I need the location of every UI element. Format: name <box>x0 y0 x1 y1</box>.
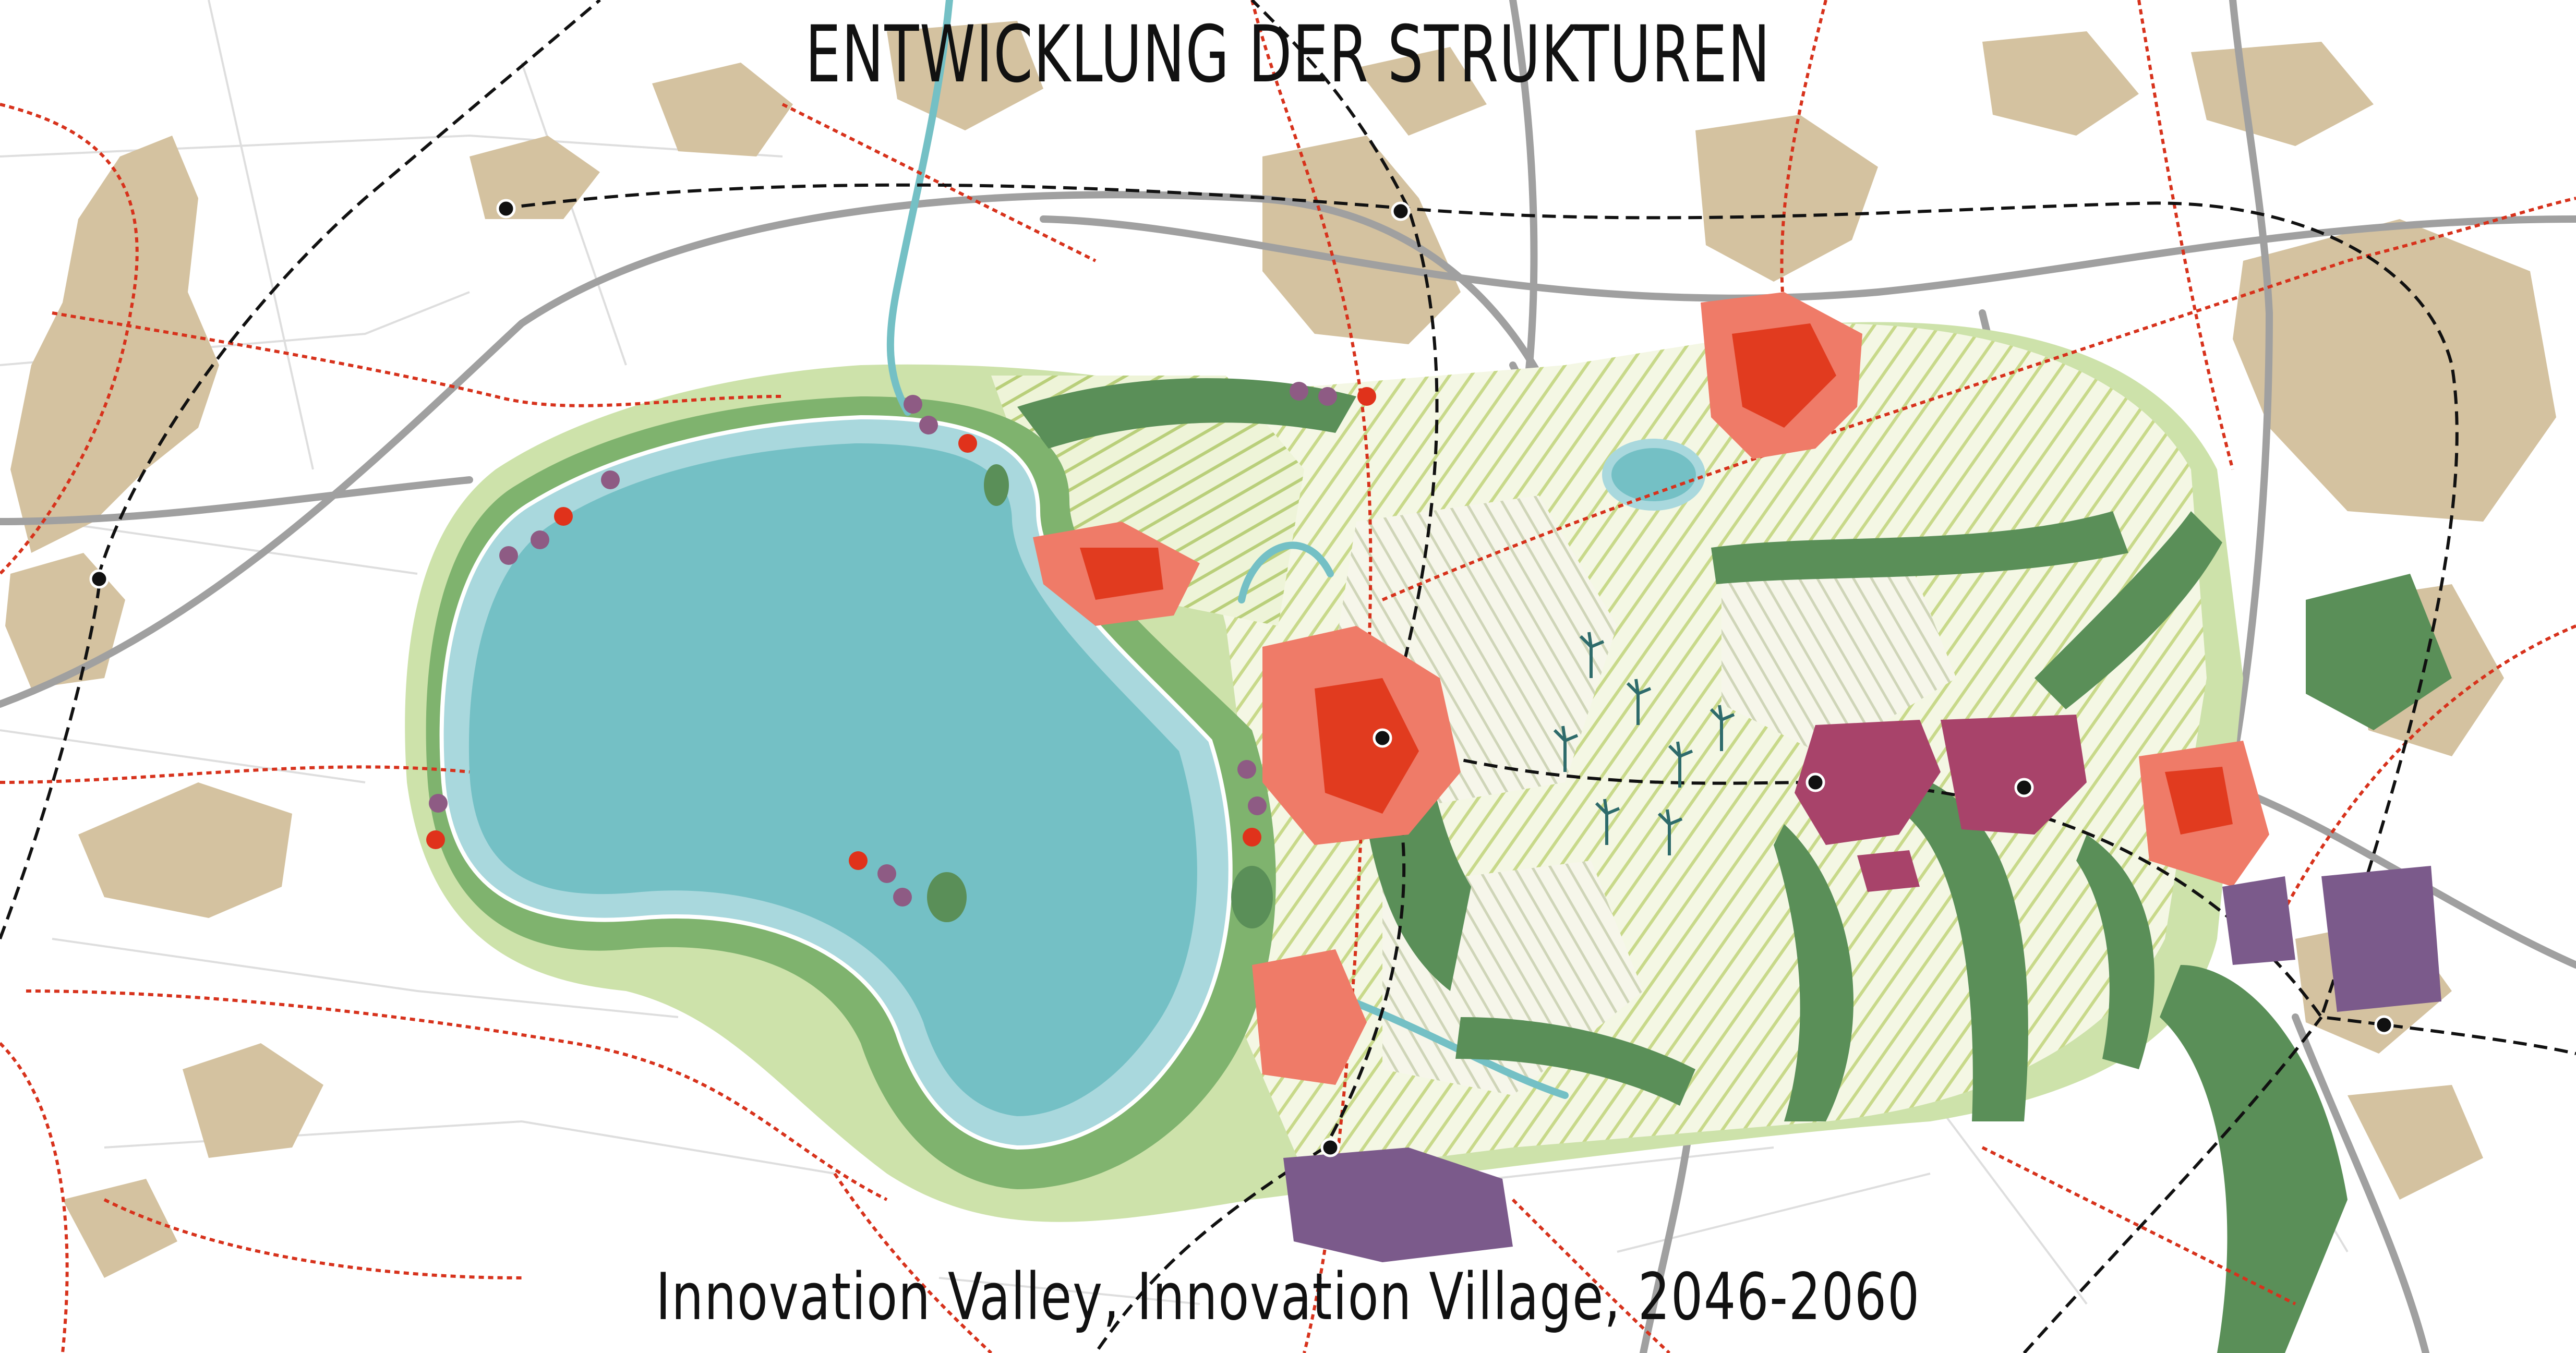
shore-poi-icon <box>919 416 938 434</box>
station-dot-icon <box>1320 1138 1340 1157</box>
shore-pois <box>426 382 1376 907</box>
green-corridors <box>1017 378 2452 1353</box>
island-north <box>984 464 1009 506</box>
pond <box>1602 439 1705 511</box>
shore-poi-icon <box>426 830 445 849</box>
settlement-east-core <box>2165 767 2233 835</box>
station-dot-icon <box>2374 1015 2394 1035</box>
settlement-central-core <box>1315 678 1419 814</box>
shore-poi-icon <box>877 864 896 883</box>
shore-poi-icon <box>904 395 922 414</box>
wind-turbines <box>1553 632 1735 855</box>
shore-poi-icon <box>601 470 620 489</box>
shore-poi-icon <box>1248 796 1267 815</box>
shore-poi-icon <box>1290 382 1308 401</box>
island-east <box>1231 866 1273 928</box>
wind-turbine-icon <box>1626 679 1652 725</box>
shore-poi-icon <box>531 530 549 549</box>
shore-poi-icon <box>429 794 448 813</box>
shore-poi-icon <box>1237 760 1256 779</box>
island-south <box>927 872 967 922</box>
shore-poi-icon <box>958 434 977 453</box>
shore-poi-icon <box>849 851 868 870</box>
industry-areas <box>1283 866 2441 1262</box>
map-subtitle: Innovation Valley, Innovation Village, 2… <box>656 1260 1920 1335</box>
stations <box>89 199 2394 1157</box>
wind-turbine-icon <box>1657 809 1683 855</box>
shore-poi-icon <box>1243 828 1261 847</box>
station-dot-icon <box>496 199 516 219</box>
new-settlements <box>1033 292 2269 1085</box>
fields-grey-2 <box>1722 548 1956 756</box>
shore-poi-icon <box>1357 387 1376 406</box>
shore-poi-icon <box>499 546 518 565</box>
station-dot-icon <box>1391 201 1411 221</box>
settlement-northwest-core <box>1080 548 1163 600</box>
wind-turbine-icon <box>1668 741 1693 788</box>
shore-poi-icon <box>554 507 573 526</box>
station-dot-icon <box>2014 778 2034 798</box>
wind-turbine-icon <box>1579 632 1605 678</box>
station-dot-icon <box>89 569 109 589</box>
settlement-north-east-core <box>1732 323 1836 428</box>
wind-turbine-icon <box>1595 799 1620 845</box>
wind-turbine-icon <box>1553 726 1579 772</box>
settlement-south <box>1252 949 1367 1085</box>
shore-poi-icon <box>1318 387 1337 406</box>
shore-poi-icon <box>893 888 912 907</box>
lake <box>468 443 1197 1116</box>
map-title: ENTWICKLUNG DER STRUKTUREN <box>805 9 1771 100</box>
station-dot-icon <box>1805 772 1825 792</box>
wind-turbine-icon <box>1710 705 1735 751</box>
innovation-cluster <box>1795 715 2087 892</box>
station-dot-icon <box>1373 728 1392 748</box>
